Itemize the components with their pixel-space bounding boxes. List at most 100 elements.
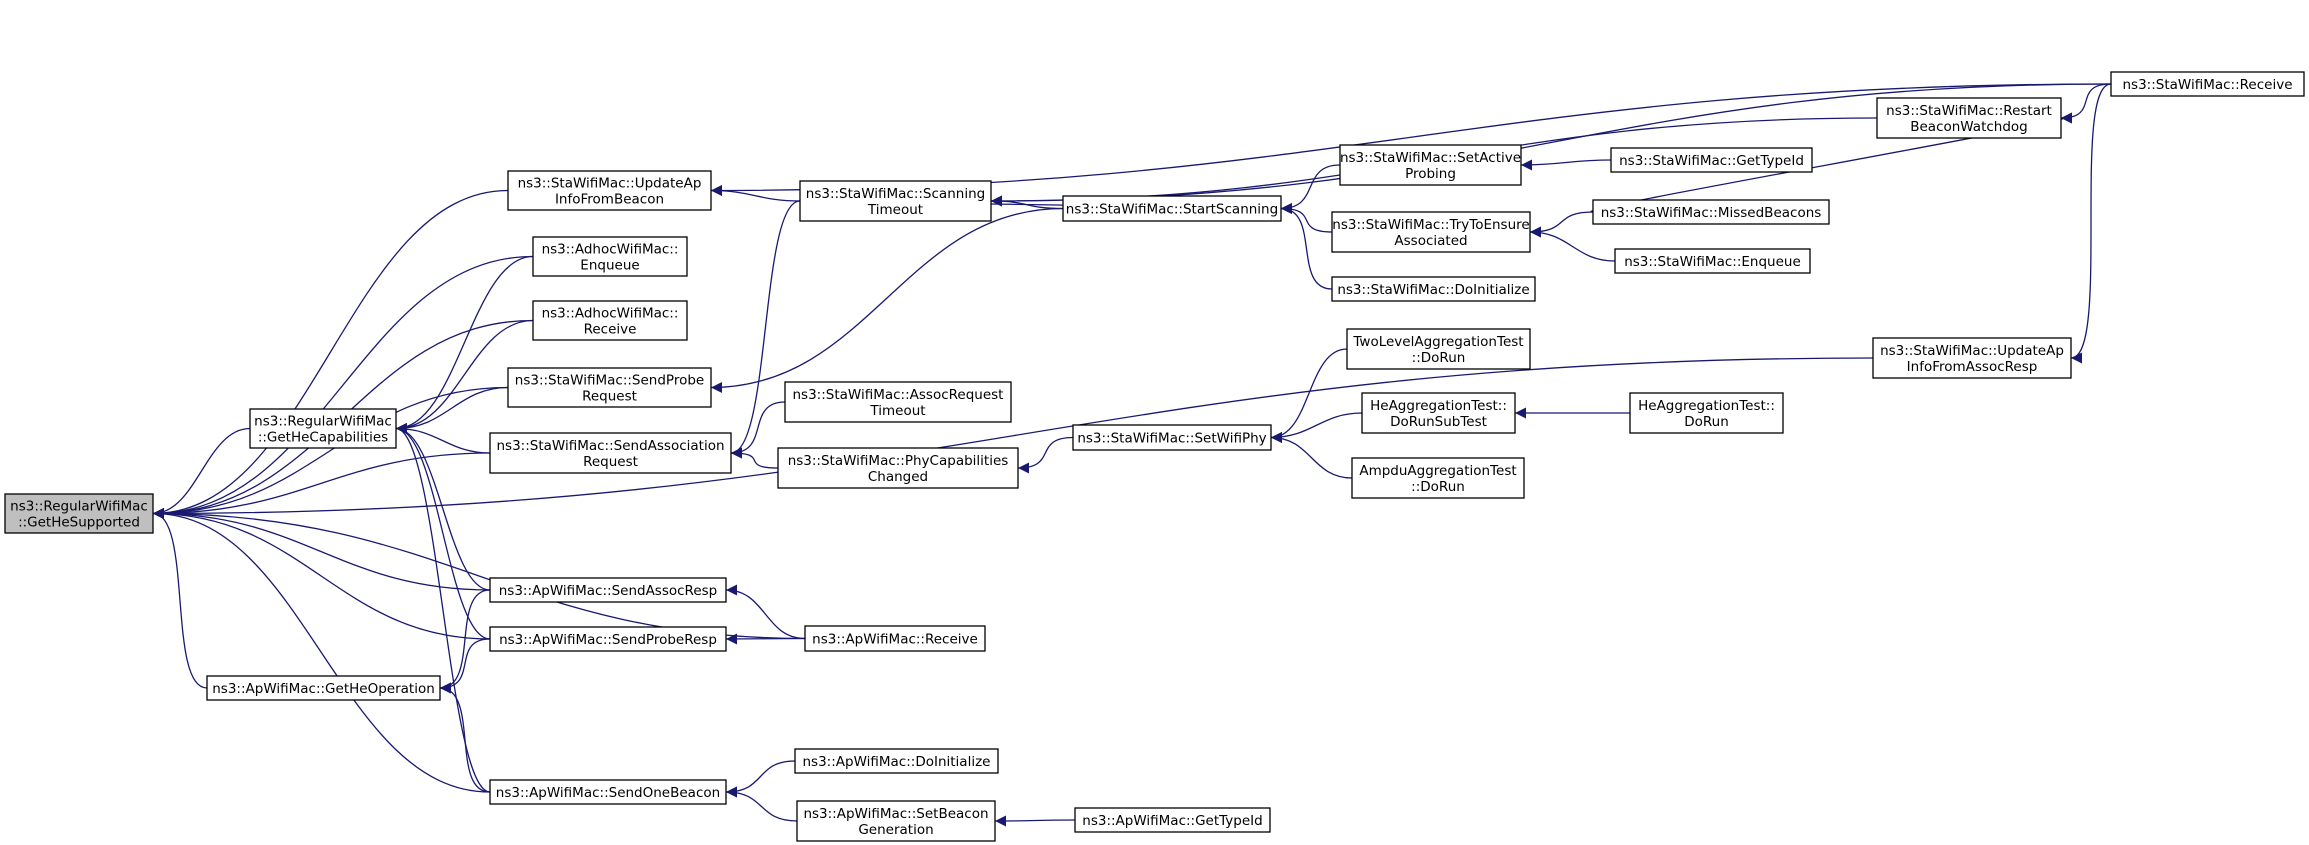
edge-line xyxy=(152,508,491,640)
node-getHeCap[interactable]: ns3::RegularWifiMac::GetHeCapabilities xyxy=(249,408,397,449)
node-box xyxy=(507,367,712,408)
node-box xyxy=(489,432,732,474)
node-label: ns3::StaWifiMac::GetTypeId xyxy=(1619,153,1804,169)
node-box xyxy=(1876,97,2062,139)
edges-layer xyxy=(152,83,2112,827)
edge-line xyxy=(1017,436,1074,474)
edge-line xyxy=(152,427,251,519)
node-box xyxy=(4,493,154,534)
node-label: HeAggregationTest:: xyxy=(1370,398,1507,414)
node-box xyxy=(1351,457,1525,499)
node-label: InfoFromBeacon xyxy=(555,192,664,208)
node-label: ns3::StaWifiMac::StartScanning xyxy=(1066,202,1278,218)
edge-setActiveProb-to-startScan xyxy=(1280,164,1341,214)
edge-line xyxy=(725,786,798,822)
edge-updApBeacon-to-root xyxy=(152,189,509,519)
node-apGetTypeId[interactable]: ns3::ApWifiMac::GetTypeId xyxy=(1074,807,1271,833)
node-box xyxy=(206,675,441,701)
node-label: ns3::StaWifiMac::MissedBeacons xyxy=(1601,205,1822,221)
edge-line xyxy=(152,357,1874,519)
node-box xyxy=(794,748,999,774)
node-root[interactable]: ns3::RegularWifiMac::GetHeSupported xyxy=(4,493,154,534)
edge-staGetTypeId-to-setActiveProb xyxy=(1520,159,1612,171)
edge-sendOneBeacon-to-getHeCap xyxy=(395,423,491,793)
edge-line xyxy=(395,423,491,793)
node-missedBeacons[interactable]: ns3::StaWifiMac::MissedBeacons xyxy=(1592,199,1830,225)
edge-sendProbeReq-to-root xyxy=(152,386,509,519)
node-sendAssocResp[interactable]: ns3::ApWifiMac::SendAssocResp xyxy=(489,577,727,603)
node-label: ns3::ApWifiMac::SendAssocResp xyxy=(499,583,718,599)
node-sendProbeResp[interactable]: ns3::ApWifiMac::SendProbeResp xyxy=(489,626,727,652)
edge-sendProbeResp-to-root xyxy=(152,508,491,640)
node-heAggSub[interactable]: HeAggregationTest::DoRunSubTest xyxy=(1361,392,1516,434)
edge-adhocRecv-to-getHeCap xyxy=(395,319,534,434)
node-box xyxy=(1331,211,1531,253)
node-label: ns3::StaWifiMac::SetWifiPhy xyxy=(1077,431,1266,447)
node-box xyxy=(799,180,992,222)
node-startScan[interactable]: ns3::StaWifiMac::StartScanning xyxy=(1062,195,1282,222)
node-adhocRecv[interactable]: ns3::AdhocWifiMac::Receive xyxy=(532,300,688,341)
node-heAggDoRun[interactable]: HeAggregationTest::DoRun xyxy=(1629,392,1784,434)
node-adhocEnq[interactable]: ns3::AdhocWifiMac::Enqueue xyxy=(532,236,688,277)
node-label: Probing xyxy=(1405,166,1456,182)
edge-missedBeacons-to-tryEnsure xyxy=(1529,211,1594,238)
edge-line xyxy=(1520,159,1612,171)
node-label: ::DoRun xyxy=(1412,350,1466,366)
node-staDoInit[interactable]: ns3::StaWifiMac::DoInitialize xyxy=(1331,276,1536,302)
edge-line xyxy=(994,815,1076,827)
edge-scanTimeout-to-sendAssocReq xyxy=(730,200,801,459)
edge-line xyxy=(730,401,786,459)
node-setWifiPhy[interactable]: ns3::StaWifiMac::SetWifiPhy xyxy=(1072,424,1272,451)
edge-line xyxy=(1529,226,1616,262)
edge-line xyxy=(1270,432,1353,479)
node-apRecv[interactable]: ns3::ApWifiMac::Receive xyxy=(804,625,986,652)
node-label: ns3::StaWifiMac::TryToEnsure xyxy=(1332,217,1529,233)
edge-line xyxy=(990,83,2112,207)
node-label: Enqueue xyxy=(580,258,639,274)
node-ampdu[interactable]: AmpduAggregationTest::DoRun xyxy=(1351,457,1525,499)
edge-line xyxy=(730,447,779,469)
node-label: Request xyxy=(582,389,637,405)
node-sendOneBeacon[interactable]: ns3::ApWifiMac::SendOneBeacon xyxy=(489,779,727,805)
edge-setBeaconGen-to-sendOneBeacon xyxy=(725,786,798,822)
edge-line xyxy=(725,760,796,798)
edge-getHeOp-to-root xyxy=(152,508,208,689)
node-updApAssoc[interactable]: ns3::StaWifiMac::UpdateApInfoFromAssocRe… xyxy=(1872,337,2072,379)
edge-apRecv-to-root xyxy=(152,508,806,640)
node-staGetTypeId[interactable]: ns3::StaWifiMac::GetTypeId xyxy=(1610,147,1813,173)
node-twoLevel[interactable]: TwoLevelAggregationTest::DoRun xyxy=(1346,328,1531,370)
node-box xyxy=(1062,195,1282,222)
node-label: Request xyxy=(583,454,638,470)
edge-line xyxy=(1280,203,1333,290)
edge-line xyxy=(152,508,208,689)
edge-sendAssocResp-to-root xyxy=(152,508,491,591)
node-apDoInit[interactable]: ns3::ApWifiMac::DoInitialize xyxy=(794,748,999,774)
edge-sendOneBeacon-to-root xyxy=(152,508,491,793)
node-getHeOp[interactable]: ns3::ApWifiMac::GetHeOperation xyxy=(206,675,441,701)
node-label: ns3::StaWifiMac::UpdateAp xyxy=(518,176,702,192)
node-label: ns3::AdhocWifiMac:: xyxy=(542,242,679,258)
node-box xyxy=(1346,328,1531,370)
edge-line xyxy=(152,508,806,640)
edge-staRecv-to-restartWd xyxy=(2060,83,2112,124)
node-label: DoRunSubTest xyxy=(1390,414,1487,430)
edge-sendAssocReq-to-root xyxy=(152,452,491,519)
node-label: Changed xyxy=(868,469,928,485)
edge-line xyxy=(395,386,509,434)
edge-ampdu-to-setWifiPhy xyxy=(1270,432,1353,479)
node-label: ns3::RegularWifiMac xyxy=(10,499,148,515)
node-staRecv[interactable]: ns3::StaWifiMac::Receive xyxy=(2110,71,2305,97)
node-staEnqueue[interactable]: ns3::StaWifiMac::Enqueue xyxy=(1614,248,1811,274)
node-label: ns3::StaWifiMac::Enqueue xyxy=(1624,254,1801,270)
